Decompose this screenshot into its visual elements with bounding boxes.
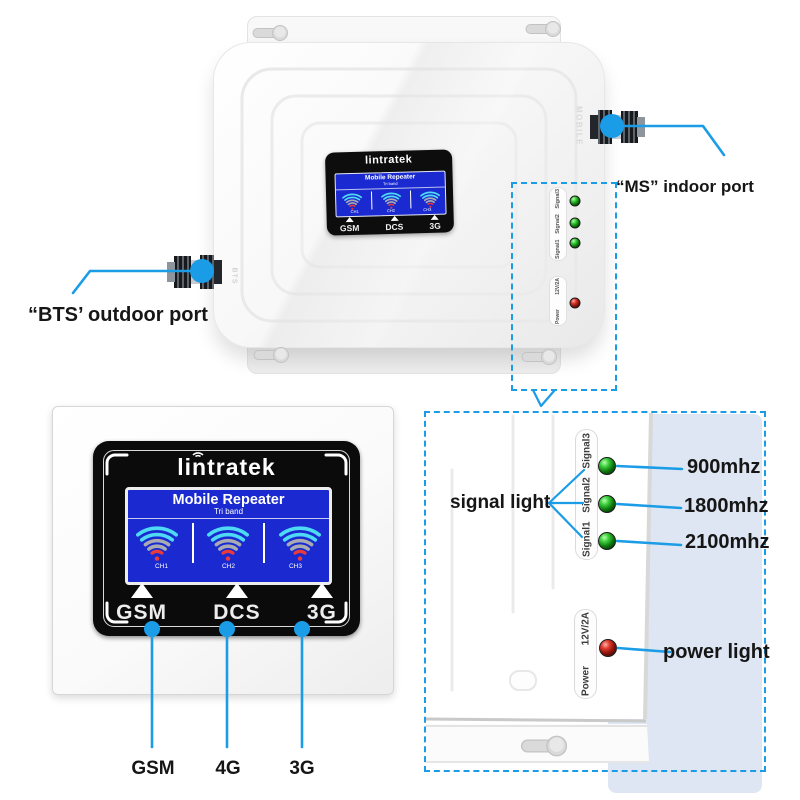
keyhole-slot — [253, 347, 289, 363]
power-light-label: power light — [663, 641, 770, 663]
logo-antenna-icon — [192, 452, 204, 457]
lcd-title: Mobile Repeater — [172, 492, 285, 508]
led-area-highlight — [511, 182, 617, 391]
signal-fan-icon — [136, 526, 179, 561]
lcd-divider — [191, 523, 194, 563]
power-label-strip-closeup: Power 12V/2A — [574, 609, 597, 699]
power-led — [569, 297, 581, 309]
display-bezel-closeup: lintratek Mobile Repeater Tri band CH1 C… — [93, 441, 360, 636]
signal-light-label: signal light — [450, 492, 551, 513]
signal-led — [569, 237, 581, 249]
bts-outdoor-connector — [167, 255, 222, 289]
band-label: DCS — [213, 601, 261, 624]
lcd-subtitle: Tri band — [128, 508, 329, 519]
brand-logo: lintratek — [177, 454, 276, 480]
keyhole-slot — [252, 25, 288, 41]
bottom-band-gsm: GSM — [131, 758, 175, 779]
power-label-strip: Power 12V/2A — [549, 276, 567, 326]
lcd-divider — [263, 523, 266, 563]
body-groove-pattern — [240, 67, 578, 323]
signal-fan-icon — [207, 526, 250, 561]
signal-fan-icon — [278, 526, 321, 561]
freq-1800-label: 1800mhz — [684, 495, 769, 517]
pointer-triangle-icon — [130, 583, 153, 598]
keyhole-slot — [525, 21, 561, 37]
lcd-screen-closeup: Mobile Repeater Tri band CH1 CH2 CH3 — [125, 487, 332, 585]
channel-label: CH3 — [288, 563, 302, 570]
channel-label: CH2 — [221, 563, 235, 570]
bts-port-label: “BTS’ outdoor port — [28, 304, 208, 326]
signal-label-strip: Signal1 Signal2 Signal3 — [549, 187, 567, 261]
led-closeup-highlight — [424, 411, 766, 772]
signal-led — [569, 217, 581, 229]
bottom-band-3g: 3G — [289, 758, 315, 779]
band-label: GSM — [116, 601, 167, 624]
band-label: 3G — [306, 601, 337, 624]
pointer-triangle-icon — [310, 583, 333, 598]
bottom-band-4g: 4G — [215, 758, 241, 779]
freq-2100-label: 2100mhz — [685, 531, 770, 553]
signal-led — [569, 195, 581, 207]
ms-indoor-connector — [590, 110, 645, 144]
signal3-led — [598, 457, 616, 475]
channel-label: CH1 — [154, 563, 168, 570]
pointer-triangle-icon — [225, 583, 248, 598]
bezel-corner-brackets — [105, 453, 348, 624]
power-led — [599, 639, 617, 657]
freq-900-label: 900mhz — [687, 456, 761, 478]
signal1-led — [598, 532, 616, 550]
ms-port-label: “MS” indoor port — [616, 177, 754, 196]
signal2-led — [598, 495, 616, 513]
